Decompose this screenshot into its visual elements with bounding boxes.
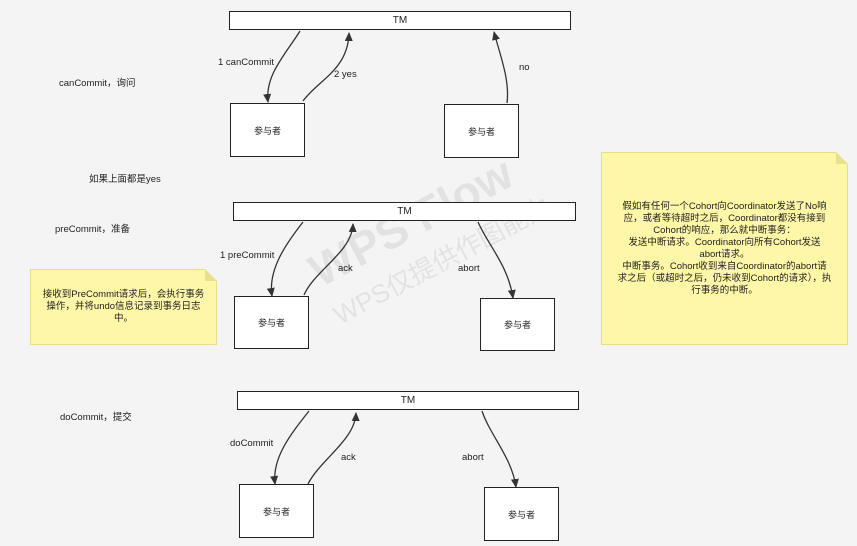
participant-box[interactable]: 参与者 <box>230 103 305 157</box>
arrow-cancommit <box>263 30 301 103</box>
tm-box-cancommit[interactable]: TM <box>229 11 571 30</box>
participant-box[interactable]: 参与者 <box>239 484 314 538</box>
note-line: Cohort的响应，那么就中断事务： <box>653 224 796 236</box>
note-line: 应，或者等待超时之后，Coordinator都没有接到 <box>623 212 826 224</box>
arrow-label-yes: 2 yes <box>334 69 357 80</box>
note-line: 接收到PreCommit请求后，会执行事务 <box>42 289 205 300</box>
participant-label: 参与者 <box>503 320 531 330</box>
participant-label: 参与者 <box>467 126 495 137</box>
arrow-label-docommit: doCommit <box>230 438 274 449</box>
participant-label: 参与者 <box>257 318 285 328</box>
participant-box[interactable]: 参与者 <box>234 296 309 349</box>
note-line: 行事务的中断。 <box>691 284 758 296</box>
arrow-abort-2 <box>477 221 516 299</box>
participant-label: 参与者 <box>253 125 281 136</box>
note-line: abort请求。 <box>699 248 750 260</box>
arrow-label-abort: abort <box>458 263 480 274</box>
arrow-label-cancommit: 1 canCommit <box>218 57 274 68</box>
note-line: 操作，并将undo信息记录到事务日志 <box>46 301 201 312</box>
arrow-docommit <box>270 410 310 485</box>
note-line: 发送中断请求。Coordinator向所有Cohort发送 <box>628 236 821 248</box>
tm-label: TM <box>392 15 408 26</box>
participant-box[interactable]: 参与者 <box>480 298 555 351</box>
arrow-label-ack: ack <box>341 452 356 463</box>
arrow-precommit <box>266 221 304 297</box>
phase-label-cancommit: canCommit，询问 <box>59 78 136 89</box>
note-precommit[interactable]: 接收到PreCommit请求后，会执行事务 操作，并将undo信息记录到事务日志… <box>30 269 217 345</box>
arrow-label-precommit: 1 preCommit <box>220 250 275 261</box>
phase-label-docommit: doCommit，提交 <box>60 412 132 423</box>
participant-label: 参与者 <box>262 506 290 517</box>
phase-label-precommit: preCommit，准备 <box>55 224 130 235</box>
tm-box-docommit[interactable]: TM <box>237 391 579 410</box>
participant-box[interactable]: 参与者 <box>484 487 559 541</box>
note-abort[interactable]: 假如有任何一个Cohort向Coordinator发送了No响 应，或者等待超时… <box>601 152 848 345</box>
participant-label: 参与者 <box>507 509 535 520</box>
note-line: 假如有任何一个Cohort向Coordinator发送了No响 <box>622 200 827 212</box>
arrow-label-abort: abort <box>462 452 484 463</box>
arrow-label-ack: ack <box>338 263 353 274</box>
note-line: 中断事务。Cohort收到来自Coordinator的abort请 <box>622 260 827 272</box>
note-line: 求之后（或超时之后，仍未收到Cohort的请求），执 <box>617 272 832 284</box>
arrow-abort-3 <box>481 410 519 488</box>
arrow-label-no: no <box>519 62 530 73</box>
arrow-ack-3 <box>307 412 360 485</box>
tm-label: TM <box>400 395 416 406</box>
condition-label: 如果上面都是yes <box>89 174 161 185</box>
arrow-no <box>492 31 509 104</box>
tm-box-precommit[interactable]: TM <box>233 202 576 221</box>
arrow-yes <box>302 32 353 102</box>
tm-label: TM <box>397 206 412 217</box>
note-line: 中。 <box>113 313 133 324</box>
arrow-ack-2 <box>303 223 357 296</box>
participant-box[interactable]: 参与者 <box>444 104 519 158</box>
